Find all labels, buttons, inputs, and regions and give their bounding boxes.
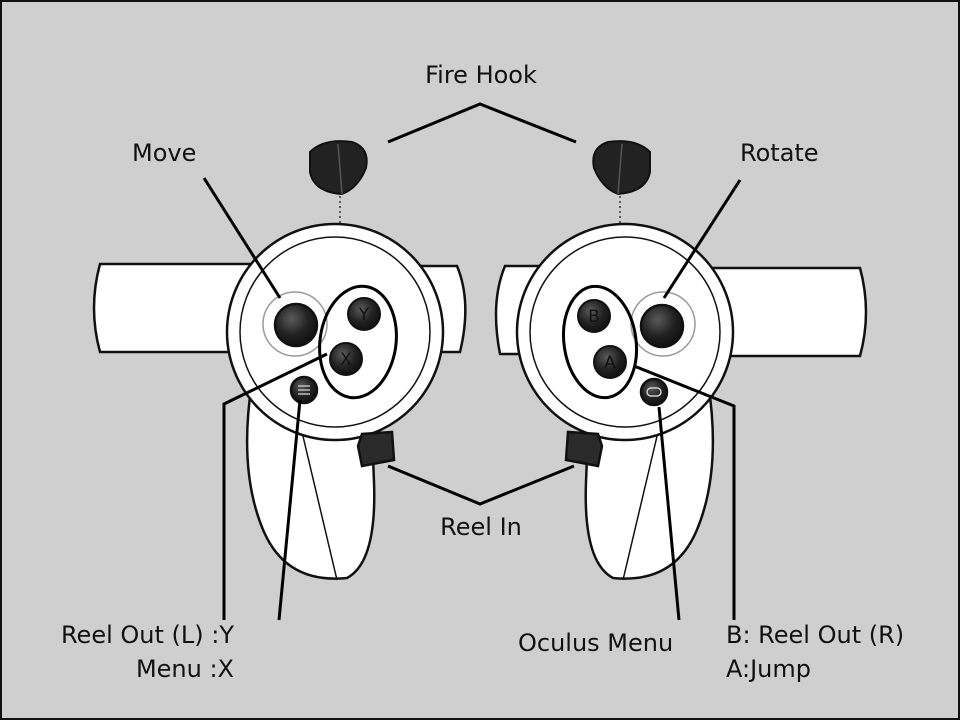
left-body (225, 222, 445, 442)
reel-out-left-label: Reel Out (L) :Y (60, 621, 234, 649)
a-button (593, 345, 627, 379)
left-grip-trigger (356, 430, 396, 468)
menu-x-line (277, 399, 302, 621)
y-button (347, 297, 381, 331)
rotate-line (662, 179, 742, 299)
rotate-label: Rotate (740, 139, 819, 167)
move-line (202, 177, 282, 299)
right-trigger (592, 140, 651, 196)
jump-label: A:Jump (726, 655, 811, 683)
ab-highlight-ellipse (562, 284, 638, 400)
move-label: Move (132, 139, 197, 167)
left-trigger (309, 140, 368, 196)
reel-out-right-label: B: Reel Out (R) (726, 621, 905, 649)
right-body (515, 222, 735, 442)
b-button (577, 299, 611, 333)
left-ring-bar (92, 262, 266, 354)
right-ring-bar (694, 266, 868, 358)
right-controller (494, 222, 868, 581)
x-button-label: X (340, 350, 352, 370)
oculus-button (639, 377, 669, 407)
reel-out-left-line (222, 352, 328, 620)
oculus-menu-line (657, 406, 681, 621)
callout-lines (202, 102, 742, 621)
left-thumbstick (273, 302, 319, 348)
oculus-menu-label: Oculus Menu (518, 629, 674, 657)
fire-hook-label: Fire Hook (425, 61, 537, 89)
reel-out-right-line (633, 364, 736, 620)
reel-in-label: Reel In (440, 513, 522, 541)
fire-hook-line (387, 102, 577, 144)
xy-highlight-ellipse (318, 284, 398, 400)
y-button-label: Y (358, 305, 370, 325)
right-thumbstick (639, 303, 685, 349)
b-button-label: B (588, 307, 600, 327)
reel-in-line (387, 464, 575, 506)
left-controller (92, 222, 467, 581)
x-button (329, 342, 363, 376)
right-grip-trigger (564, 430, 604, 468)
a-button-label: A (604, 353, 616, 373)
menu-x-label: Menu :X (135, 655, 234, 683)
